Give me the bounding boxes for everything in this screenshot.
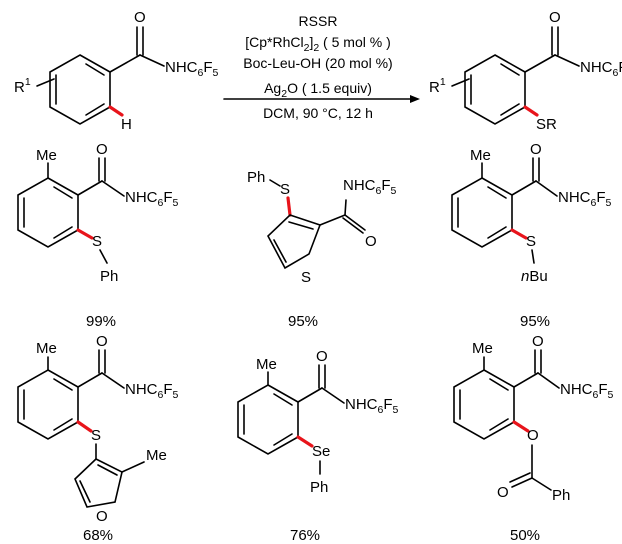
ester-o-label: O — [527, 427, 539, 444]
yield-label: 95% — [288, 313, 318, 330]
carbonyl-o-label: O — [316, 348, 328, 365]
product-general: O NHC6F5 SR R1 — [429, 9, 622, 133]
methyl-label: Me — [146, 447, 167, 464]
methyl-label: Me — [36, 340, 57, 357]
phenyl-label: Ph — [100, 268, 118, 285]
thiophene-s-label: S — [301, 269, 311, 286]
phenyl-label: Ph — [310, 479, 328, 496]
amide-label: NHC6F5 — [580, 59, 622, 79]
r1-label: R1 — [14, 76, 31, 96]
methyl-label: Me — [470, 147, 491, 164]
yield-label: 95% — [520, 313, 550, 330]
carbonyl-o-label: O — [96, 141, 108, 158]
yield-label: 99% — [86, 313, 116, 330]
yield-label: 50% — [510, 527, 540, 544]
compound-6: Me O NHC6F5 O O Ph 50% — [453, 333, 614, 544]
compound-2: Ph S S NHC6F5 O 95% — [247, 169, 397, 330]
conditions-line-5: DCM, 90 °C, 12 h — [263, 105, 373, 121]
yield-label: 76% — [290, 527, 320, 544]
conditions-line-2: [Cp*RhCl2]2 ( 5 mol % ) — [245, 34, 391, 54]
carbonyl-o-label: O — [549, 9, 561, 26]
starting-material: O NHC6F5 H R1 — [14, 9, 219, 133]
conditions-line-1: RSSR — [299, 13, 338, 29]
furan-o-label: O — [96, 508, 108, 525]
sulfur-label: S — [280, 181, 290, 198]
carbonyl-o-label: O — [96, 333, 108, 350]
conditions-line-4: Ag2O ( 1.5 equiv) — [264, 80, 372, 100]
r1-label: R1 — [429, 76, 446, 96]
conditions-line-3: Boc-Leu-OH (20 mol %) — [243, 55, 392, 71]
compound-1: Me O NHC6F5 S Ph 99% — [17, 141, 179, 330]
amide-label: NHC6F5 — [125, 381, 179, 401]
reaction-conditions: RSSR [Cp*RhCl2]2 ( 5 mol % ) Boc-Leu-OH … — [223, 13, 420, 121]
sulfur-label: S — [92, 233, 102, 250]
methyl-label: Me — [256, 356, 277, 373]
methyl-label: Me — [36, 147, 57, 164]
phenyl-label: Ph — [247, 169, 265, 186]
amide-label: NHC6F5 — [560, 381, 614, 401]
carbonyl-o-label: O — [530, 141, 542, 158]
amide-label: NHC6F5 — [343, 177, 397, 197]
amide-label: NHC6F5 — [558, 189, 612, 209]
hydrogen-label: H — [121, 116, 132, 133]
ester-carbonyl-o-label: O — [497, 484, 509, 501]
sr-label: SR — [536, 116, 557, 133]
compound-5: Me O NHC6F5 Se Ph 76% — [237, 348, 399, 544]
compound-4: Me O NHC6F5 S Me O 68% — [17, 333, 179, 544]
amide-label: NHC6F5 — [345, 396, 399, 416]
selenium-label: Se — [312, 443, 330, 460]
carbonyl-o-label: O — [532, 333, 544, 350]
compound-3: Me O NHC6F5 S nBu 95% — [451, 141, 612, 330]
carbonyl-o-label: O — [134, 9, 146, 26]
carbonyl-o-label: O — [365, 233, 377, 250]
sulfur-label: S — [91, 427, 101, 444]
amide-label: NHC6F5 — [125, 189, 179, 209]
phenyl-label: Ph — [552, 487, 570, 504]
amide-label: NHC6F5 — [165, 59, 219, 79]
sulfur-label: S — [526, 233, 536, 250]
methyl-label: Me — [472, 340, 493, 357]
n-butyl-label: nBu — [521, 268, 548, 285]
yield-label: 68% — [83, 527, 113, 544]
